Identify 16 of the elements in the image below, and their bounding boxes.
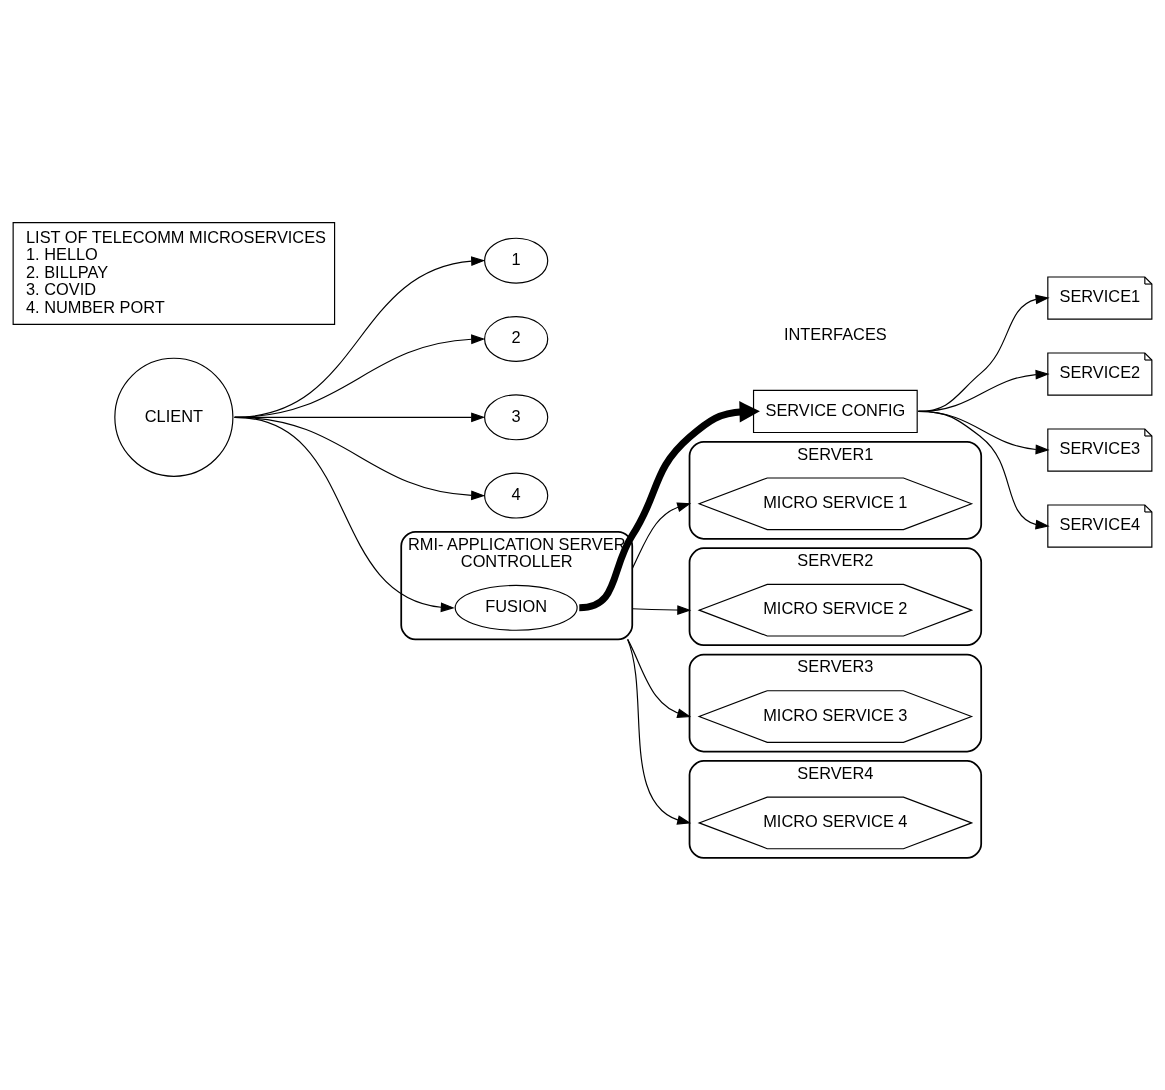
node-ellipse: 2 bbox=[484, 315, 549, 362]
arrow bbox=[631, 502, 692, 570]
node-circle: CLIENT bbox=[114, 357, 234, 477]
node-ellipse: 3 bbox=[484, 394, 549, 441]
node-ellipse: 1 bbox=[484, 237, 549, 284]
label: INTERFACES bbox=[784, 324, 887, 343]
node-box: SERVICE CONFIG bbox=[752, 389, 918, 434]
arrow bbox=[627, 638, 692, 718]
arrow bbox=[578, 401, 760, 612]
arrow bbox=[631, 605, 692, 615]
node-ellipse: FUSION bbox=[454, 584, 578, 631]
arrow bbox=[234, 416, 455, 613]
node-ellipse: 4 bbox=[484, 472, 549, 519]
node-box: LIST OF TELECOMM MICROSERVICES 1. HELLO 2. BILLPAY 3. COVID 4. NUMBER PORT bbox=[12, 222, 336, 325]
arrow bbox=[627, 638, 692, 825]
arrow bbox=[917, 410, 1050, 530]
